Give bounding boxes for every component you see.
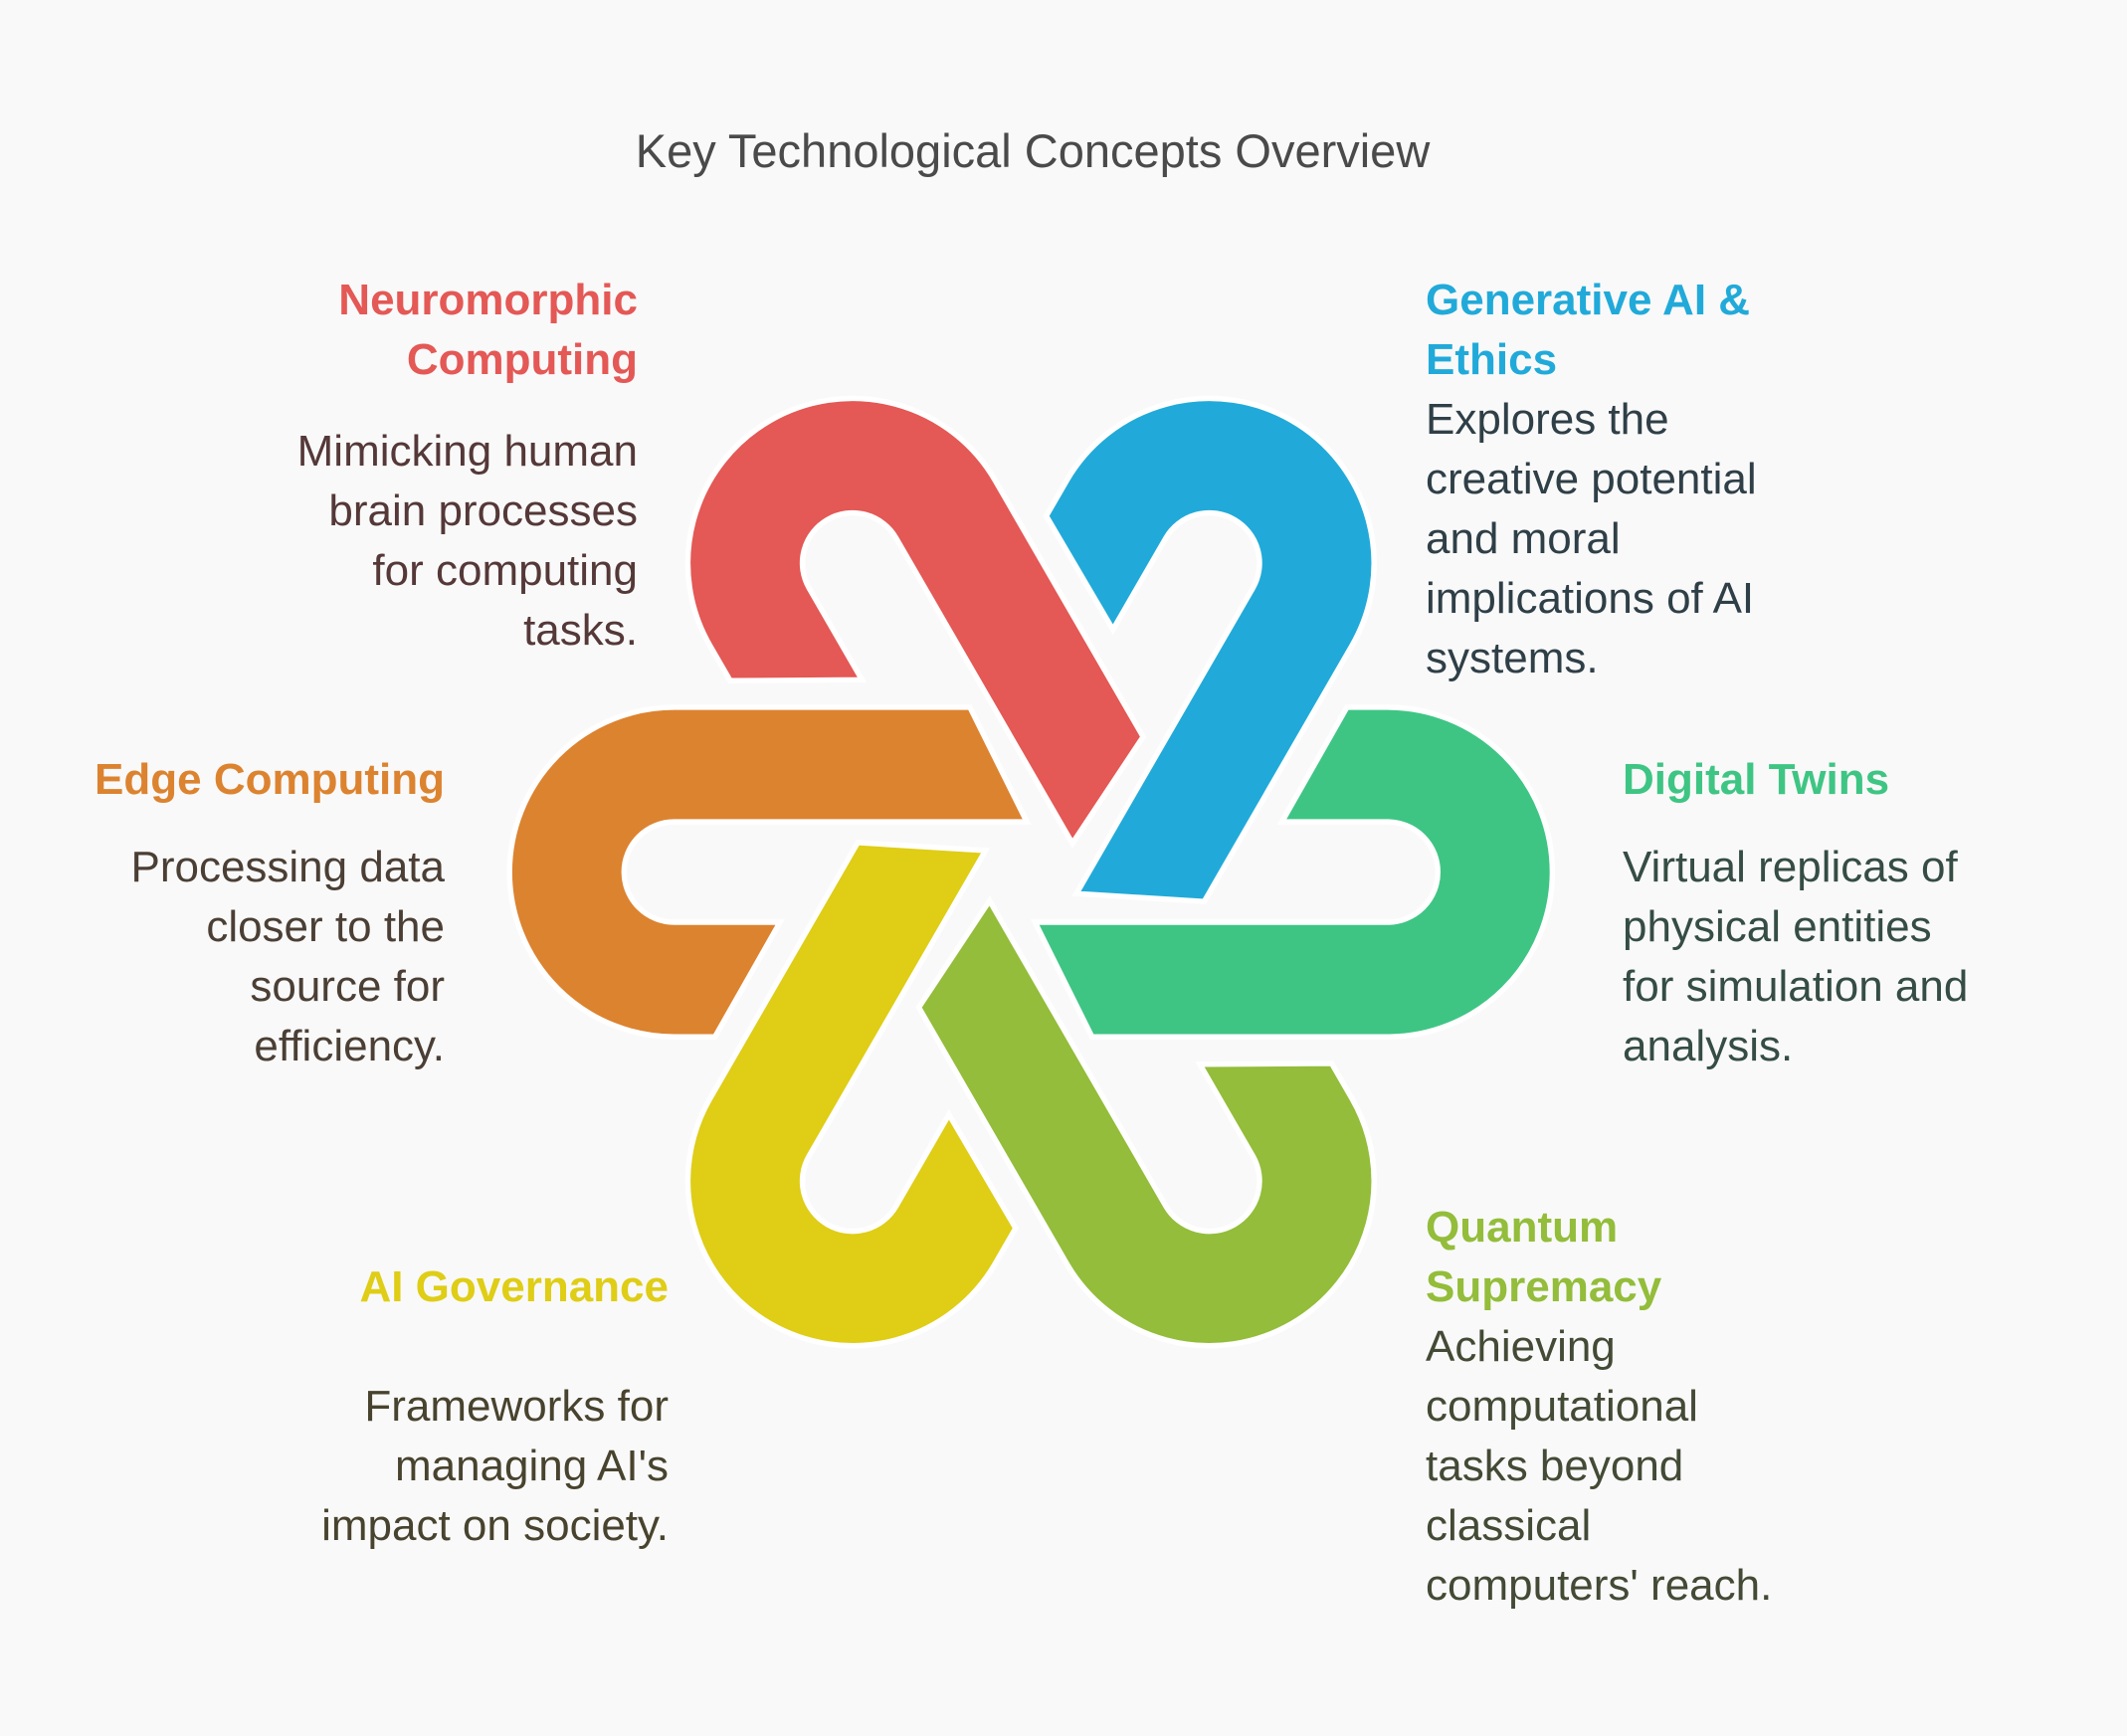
item-description: Virtual replicas of physical entities fo… <box>1623 843 1969 1070</box>
item-heading: AI Governance <box>359 1262 669 1311</box>
item-quantum-supremacy: Quantum Supremacy Achieving computationa… <box>1426 1198 1943 1616</box>
item-edge-computing: Edge Computing Processing data closer to… <box>7 750 445 1076</box>
item-description: Achieving computational tasks beyond cla… <box>1426 1322 1773 1610</box>
item-description: Explores the creative potential and mora… <box>1426 395 1757 682</box>
item-heading: Neuromorphic Computing <box>338 276 638 384</box>
item-digital-twins: Digital Twins Virtual replicas of physic… <box>1623 750 2120 1076</box>
item-description: Mimicking human brain processes for comp… <box>296 427 638 655</box>
item-description: Frameworks for managing AI's impact on s… <box>321 1382 669 1550</box>
item-heading: Digital Twins <box>1623 755 1890 804</box>
diagram-title: Key Technological Concepts Overview <box>635 124 1431 177</box>
item-generative-ai-ethics: Generative AI & Ethics Explores the crea… <box>1426 271 1943 688</box>
item-ai-governance: AI Governance Frameworks for managing AI… <box>211 1257 669 1556</box>
item-description: Processing data closer to the source for… <box>130 843 445 1070</box>
item-neuromorphic-computing: Neuromorphic Computing Mimicking human b… <box>180 271 638 661</box>
item-heading: Edge Computing <box>95 755 445 804</box>
item-heading: Quantum Supremacy <box>1426 1203 1662 1311</box>
item-heading: Generative AI & Ethics <box>1426 276 1751 384</box>
